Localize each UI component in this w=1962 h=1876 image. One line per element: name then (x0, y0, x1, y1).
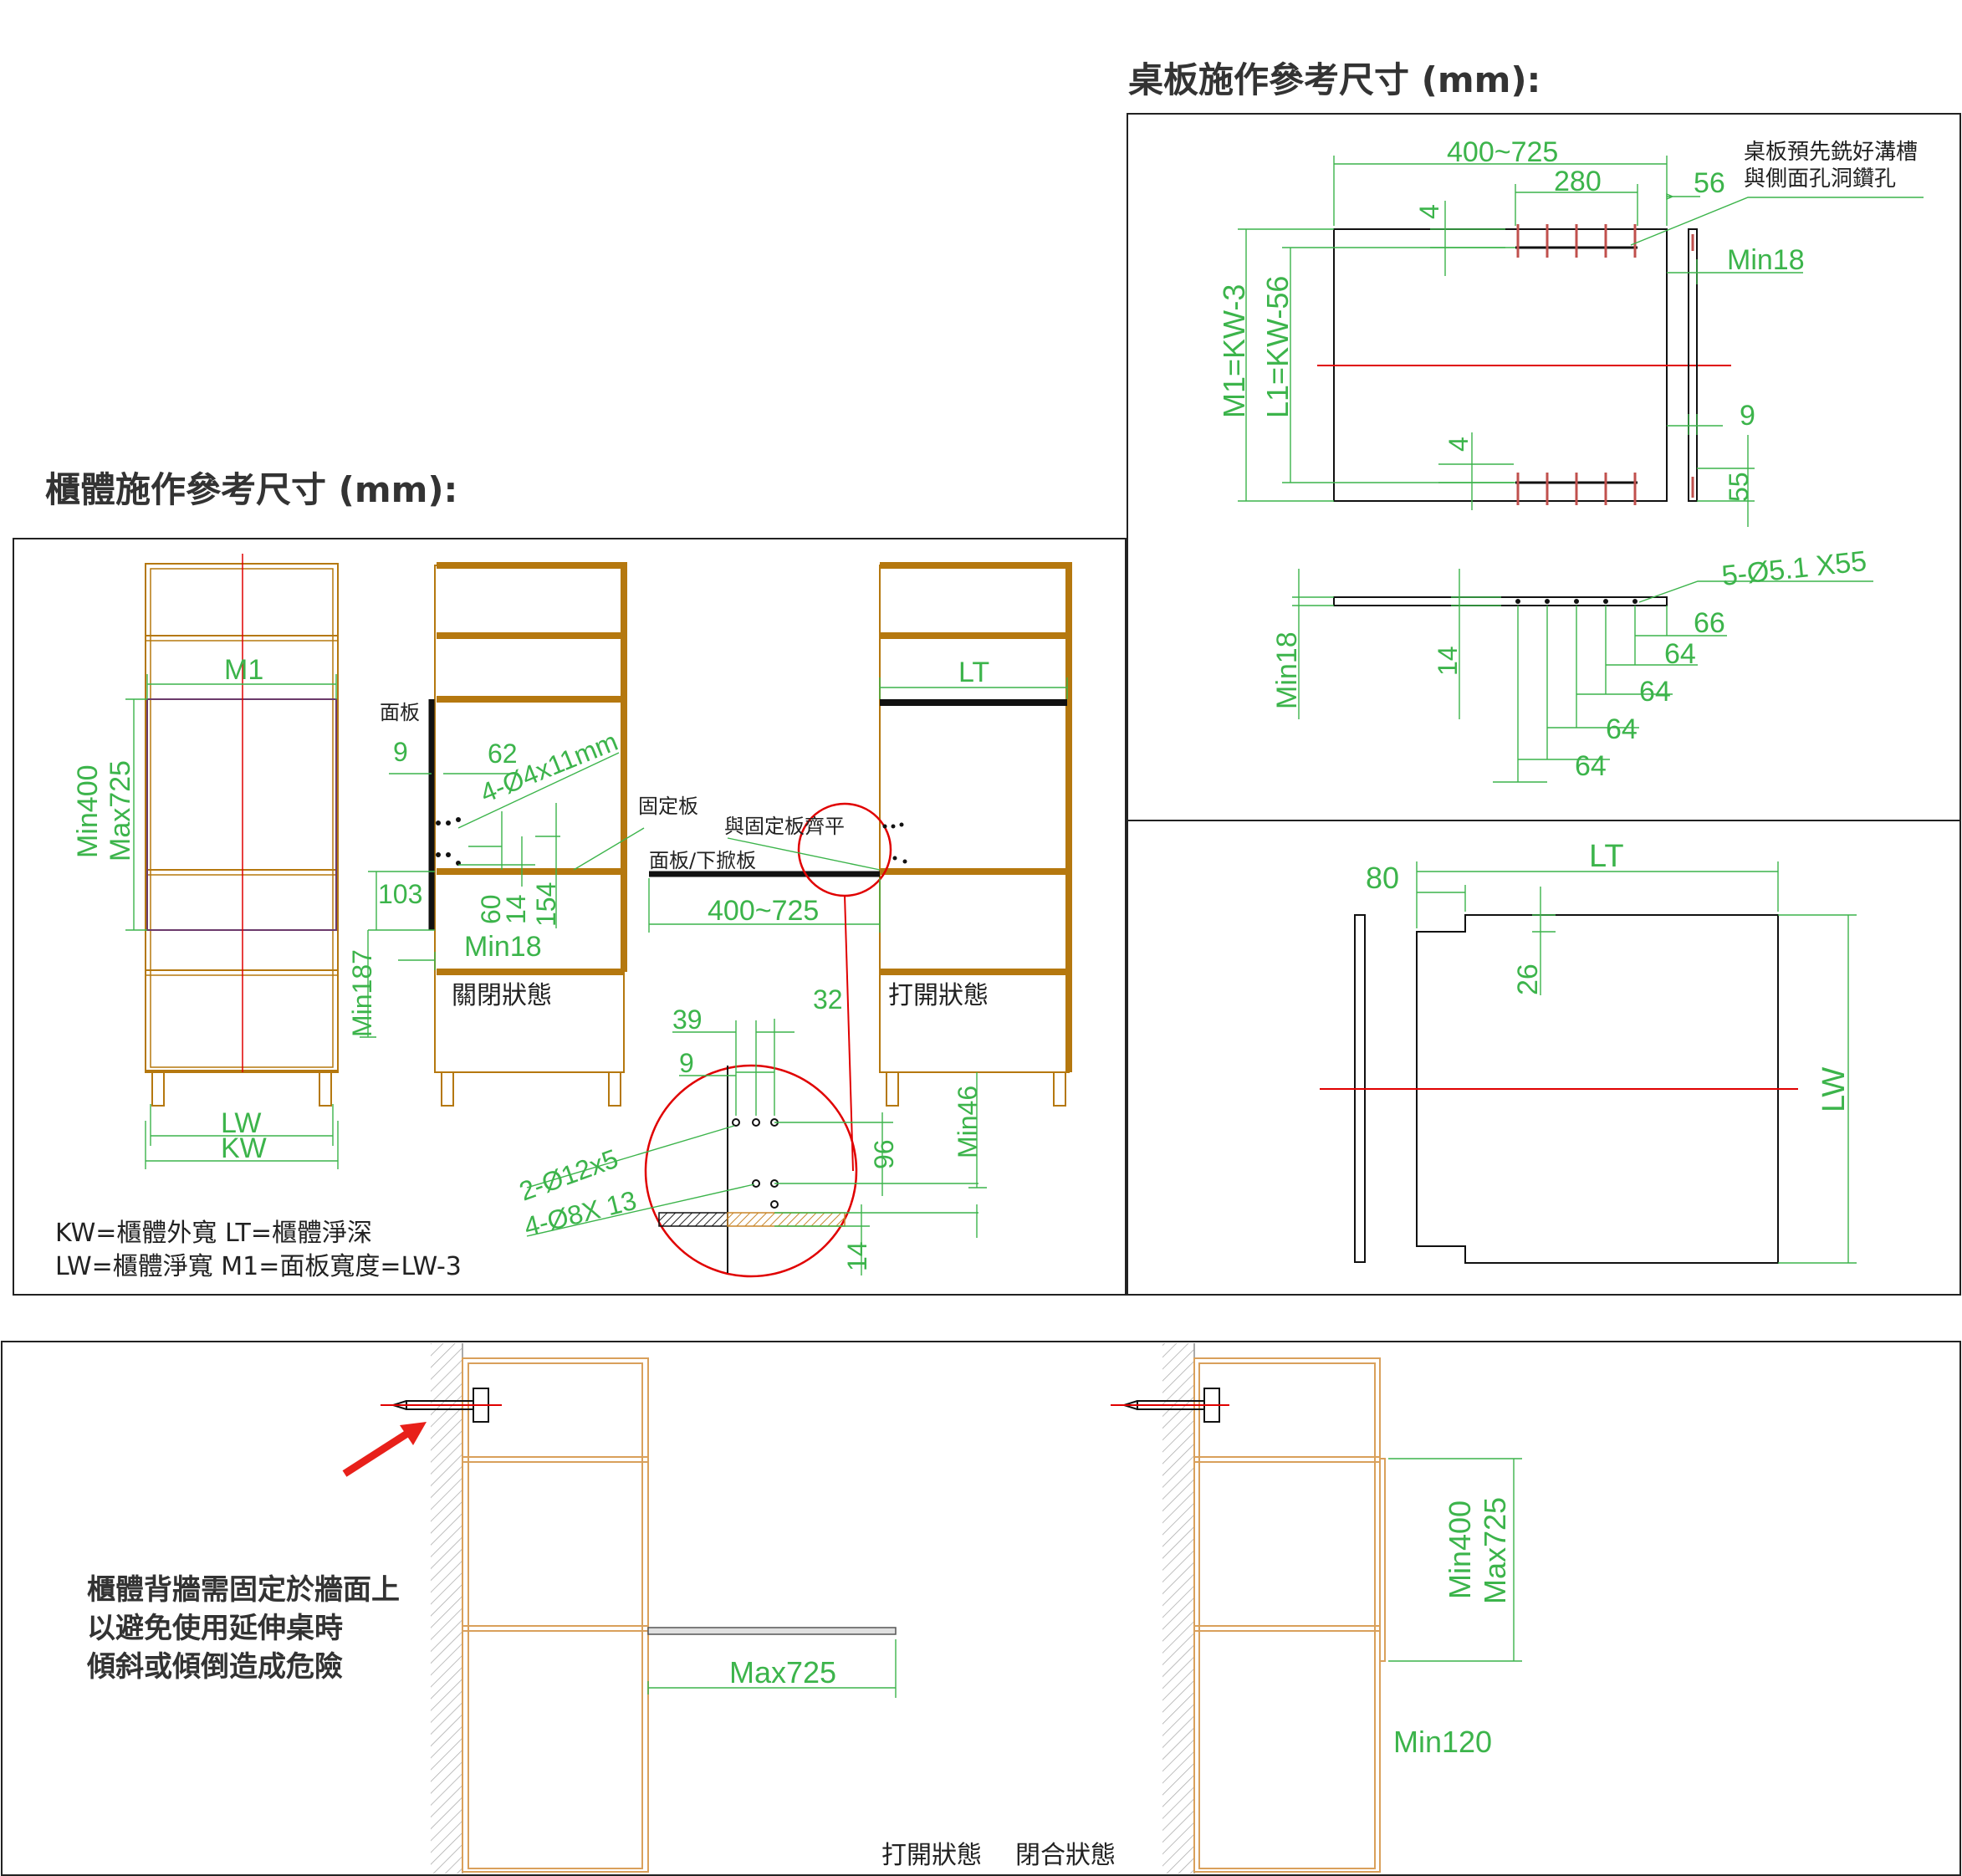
cabinet-dim-60: 60 (476, 894, 506, 924)
cabinet-dim-103: 103 (378, 879, 422, 909)
cabinet-label-flush: 與固定板齊平 (724, 815, 845, 838)
top-dim-lw: LW (1816, 1067, 1852, 1112)
desktop-dim-l1: L1=KW-56 (1260, 276, 1295, 418)
cabinet-front: M1 Min400 Max725 LW KW (72, 554, 339, 1169)
desktop-title: 桌板施作參考尺寸 (mm): (1128, 59, 1540, 100)
desktop-dim-9: 9 (1740, 400, 1755, 432)
cabinet-dim-96: 96 (869, 1139, 899, 1169)
cabinet-label-fixed: 固定板 (638, 795, 698, 818)
desktop-dim-4-top: 4 (1414, 204, 1444, 219)
desktop-dim-m1: M1=KW-3 (1217, 284, 1251, 418)
cabinet-dim-range: 400~725 (708, 895, 819, 927)
cabinet-dim-32: 32 (813, 984, 843, 1015)
cabinet-legend-1: KW=櫃體外寬 LT=櫃體淨深 (55, 1219, 372, 1248)
desktop-side-profile: 5-Ø5.1 X55 Min18 14 66 64 64 64 64 (1271, 545, 1873, 783)
desktop-pitch-64-d: 64 (1575, 750, 1607, 782)
desktop-panel-drawing: 400~725 280 56 桌板預先銑好溝槽 與側面孔洞鑽孔 4 Min18 … (1217, 136, 1924, 527)
cabinet-dim-min46: Min46 (953, 1086, 983, 1158)
cabinet-title: 櫃體施作參考尺寸 (mm): (45, 469, 457, 510)
desktop-dim-range: 400~725 (1447, 136, 1558, 168)
wall-closed-drawing: Min400 Max725 Min120 (1111, 1343, 1522, 1873)
cabinet-dim-9: 9 (393, 737, 408, 767)
wall-warning-2: 以避免使用延伸桌時 (87, 1612, 343, 1645)
desktop-dim-55: 55 (1724, 472, 1754, 502)
cabinet-dim-39: 39 (672, 1004, 703, 1035)
wall-open-drawing: Max725 (342, 1343, 897, 1873)
cabinet-label-panel: 面板 (380, 701, 420, 724)
desktop-dim-4-bottom: 4 (1443, 437, 1474, 452)
desktop-frame (1127, 113, 1961, 821)
topview-frame (1127, 820, 1961, 1296)
cabinet-open: LT 與固定板齊平 面板/下掀板 400~725 打開狀態 Min46 (648, 562, 1072, 1188)
desktop-pitch-64-c: 64 (1606, 713, 1638, 745)
cabinet-dim-14: 14 (501, 894, 531, 924)
wall-frame (1, 1341, 1961, 1876)
cabinet-dim-min400: Min400 (72, 764, 104, 858)
cabinet-frame (13, 538, 1127, 1296)
wall-dim-max725b: Max725 (1478, 1497, 1512, 1604)
wall-dim-min400: Min400 (1443, 1500, 1477, 1599)
cabinet-closed: 面板 9 62 4-Ø4x11mm 固定板 103 60 14 154 Min1… (347, 562, 698, 1107)
cabinet-dim-lw: LW (221, 1107, 261, 1139)
desktop-pitch-64-b: 64 (1639, 676, 1671, 708)
cabinet-legend-2: LW=櫃體淨寬 M1=面板寬度=LW-3 (55, 1252, 462, 1281)
cabinet-dim-kw: KW (221, 1132, 267, 1164)
desktop-dim-56: 56 (1694, 167, 1725, 199)
top-dim-80: 80 (1366, 861, 1399, 895)
top-dim-26: 26 (1512, 964, 1544, 995)
cabinet-detail: 39 32 9 96 14 2-Ø12x5 4-Ø8X 13 (515, 894, 978, 1278)
cabinet-dim-min187: Min187 (347, 949, 377, 1037)
cabinet-state-open: 打開狀態 (888, 981, 989, 1010)
desktop-side-14: 14 (1433, 646, 1463, 676)
desktop-pitch-64-a: 64 (1664, 638, 1696, 670)
wall-dim-min120: Min120 (1393, 1725, 1492, 1759)
wall-state-closed: 閉合狀態 (1015, 1841, 1116, 1870)
cabinet-state-closed: 關閉狀態 (452, 981, 552, 1010)
wall-warning-3: 傾斜或傾倒造成危險 (86, 1650, 343, 1684)
cabinet-dim-9b: 9 (679, 1048, 694, 1078)
desktop-note-2: 與側面孔洞鑽孔 (1744, 166, 1896, 192)
desktop-pitch-66: 66 (1694, 607, 1725, 639)
desktop-dim-min18: Min18 (1727, 244, 1805, 276)
wall-dim-max725: Max725 (729, 1655, 836, 1689)
cabinet-dim-14b: 14 (842, 1241, 872, 1271)
top-view-drawing: 80 LT 26 LW (1320, 839, 1857, 1264)
cabinet-dim-m1: M1 (224, 654, 263, 686)
desktop-holes: 5-Ø5.1 X55 (1720, 545, 1868, 592)
wall-state-open: 打開狀態 (881, 1841, 982, 1870)
cabinet-dim-min18: Min18 (464, 931, 542, 963)
cabinet-dim-154: 154 (531, 882, 561, 927)
desktop-note-1: 桌板預先銑好溝槽 (1744, 140, 1918, 165)
wall-warning-1: 櫃體背牆需固定於牆面上 (87, 1573, 400, 1607)
cabinet-dim-lt: LT (958, 657, 989, 688)
desktop-dim-280: 280 (1554, 166, 1602, 197)
cabinet-dim-max725: Max725 (105, 760, 136, 861)
top-dim-lt: LT (1589, 839, 1624, 874)
cabinet-label-flap: 面板/下掀板 (649, 849, 756, 872)
desktop-side-min18: Min18 (1271, 631, 1303, 709)
cabinet-dim-62: 62 (488, 739, 518, 769)
